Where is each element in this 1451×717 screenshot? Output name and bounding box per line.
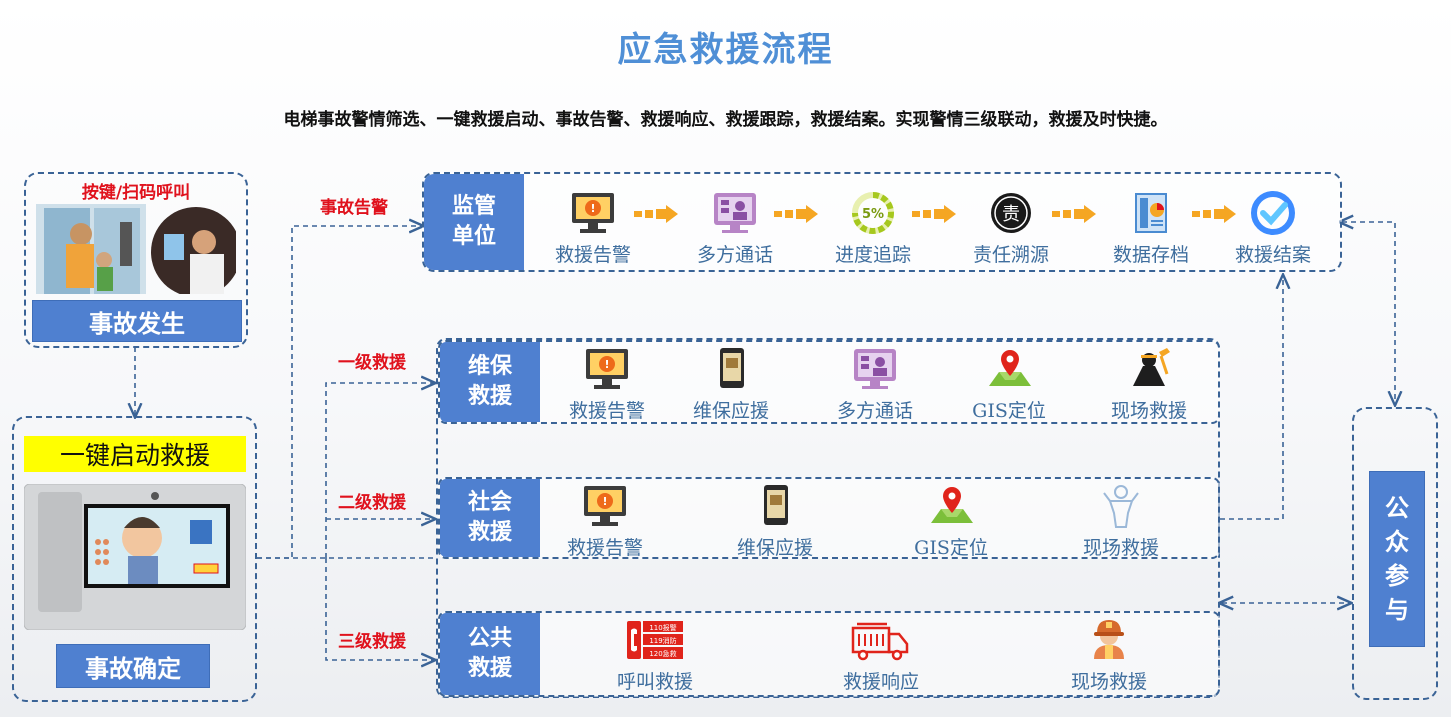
social-step-support: 维保应援 [710,483,840,560]
one-key-panel: 一键启动救援 事故确定 [12,416,257,702]
video-call-icon [711,190,759,236]
accident-confirm-label: 事故确定 [56,644,210,688]
social-step-gis-text: GIS定位 [914,537,988,559]
accident-occur-panel: 按键/扫码呼叫 事故发生 [24,172,248,348]
social-label: 社会 救援 [440,479,540,557]
sup-step-progress-text: 进度追踪 [834,244,911,266]
monitor-alert-icon: ! [581,483,629,529]
level-3: 三级救援 [338,632,406,652]
sup-step-archive-text: 数据存档 [1112,244,1189,266]
data-archive-icon [1127,190,1175,236]
sup-step-close-text: 救援结案 [1234,244,1311,266]
hotline-119: 119消防 [649,636,676,645]
public-participation-label: 公 众 参 与 [1369,471,1425,647]
hotline-icon: 110报警 119消防 120急救 [625,617,685,663]
public-rescue-label: 公共 救援 [440,613,540,695]
level-alarm: 事故告警 [320,198,388,218]
maint-step-support: 维保应援 [666,346,796,423]
sup-step-alert-text: 救援告警 [554,244,631,266]
page-subtitle: 电梯事故警情筛选、一键救援启动、事故告警、救援响应、救援跟踪，救援结案。实现警情… [283,110,1168,130]
sup-step-trace-text: 责任溯源 [972,244,1049,266]
social-step-alert: ! 救援告警 [540,483,670,560]
pub-step-call: 110报警 119消防 120急救 呼叫救援 [590,617,720,694]
responsibility-icon: 责 [987,190,1035,236]
social-step-support-text: 维保应援 [736,537,813,559]
flow-arrow-icon [774,205,818,223]
map-pin-icon [985,346,1033,392]
maint-step-support-text: 维保应援 [692,400,769,422]
public-participation-panel: 公 众 参 与 [1352,407,1438,700]
social-row: 社会 救援 ! 救援告警 维保应援 GIS定位 现场救援 [438,477,1220,559]
flow-arrow-icon [634,205,678,223]
maint-step-call: 多方通话 [810,346,940,423]
terminal-device [23,483,247,631]
pub-step-onsite: 现场救援 [1044,617,1174,694]
level-1: 一级救援 [338,353,406,373]
maint-row: 维保 救援 ! 救援告警 维保应援 多方通话 GIS定位 现场救援 [438,340,1220,424]
check-circle-icon [1249,190,1297,236]
pub-step-response-text: 救援响应 [842,671,919,693]
call-label: 按键/扫码呼叫 [81,183,191,203]
tablet-icon [751,483,799,529]
video-call-icon [851,346,899,392]
flow-arrow-icon [1052,205,1096,223]
social-step-gis: GIS定位 [886,483,1016,560]
svg-text:!: ! [602,495,607,508]
tablet-icon [707,346,755,392]
one-key-label: 一键启动救援 [24,436,246,472]
social-step-onsite-text: 现场救援 [1082,537,1159,559]
elevator-photo [36,204,241,297]
hotline-120: 120急救 [649,649,676,658]
monitor-alert-icon: ! [583,346,631,392]
sup-step-trace: 责 责任溯源 [946,190,1076,267]
flow-arrow-icon [1192,205,1236,223]
progress-ring-icon: 5% [849,190,897,236]
pub-step-call-text: 呼叫救援 [616,671,693,693]
maint-step-gis: GIS定位 [944,346,1074,423]
pub-step-response: 救援响应 [816,617,946,694]
sup-step-progress: 5% 进度追踪 [808,190,938,267]
maint-step-call-text: 多方通话 [836,400,913,422]
level-2: 二级救援 [338,493,406,513]
supervision-label: 监管 单位 [424,174,524,270]
svg-text:!: ! [604,358,609,371]
firefighter-icon [1085,617,1133,663]
responsibility-badge: 责 [1002,204,1020,225]
maint-label: 维保 救援 [440,342,540,422]
social-step-onsite: 现场救援 [1056,483,1186,560]
flow-arrow-icon [912,205,956,223]
sup-step-alert: ! 救援告警 [528,190,658,267]
sup-step-call-text: 多方通话 [696,244,773,266]
maint-step-onsite-text: 现场救援 [1110,400,1187,422]
sup-step-archive: 数据存档 [1086,190,1216,267]
monitor-alert-icon: ! [569,190,617,236]
maint-step-gis-text: GIS定位 [972,400,1046,422]
fire-truck-icon [851,617,911,663]
public-rescue-row: 公共 救援 110报警 119消防 120急救 呼叫救援 救援响应 现场救援 [438,611,1220,697]
accident-occur-label: 事故发生 [32,300,242,342]
maint-step-alert-text: 救援告警 [568,400,645,422]
map-pin-icon [927,483,975,529]
supervision-row: 监管 单位 ! 救援告警 多方通话 5% 进度追踪 责 责任溯源 数据存档 [422,172,1342,272]
svg-text:!: ! [590,202,595,215]
progress-badge: 5% [862,207,884,222]
sup-step-close: 救援结案 [1208,190,1338,267]
page-title: 应急救援流程 [617,30,834,70]
social-step-alert-text: 救援告警 [566,537,643,559]
person-outline-icon [1097,483,1145,529]
maint-step-alert: ! 救援告警 [542,346,672,423]
pub-step-onsite-text: 现场救援 [1070,671,1147,693]
rescuer-tools-icon [1125,346,1173,392]
hotline-110: 110报警 [649,623,676,632]
sup-step-call: 多方通话 [670,190,800,267]
maint-step-onsite: 现场救援 [1084,346,1214,423]
